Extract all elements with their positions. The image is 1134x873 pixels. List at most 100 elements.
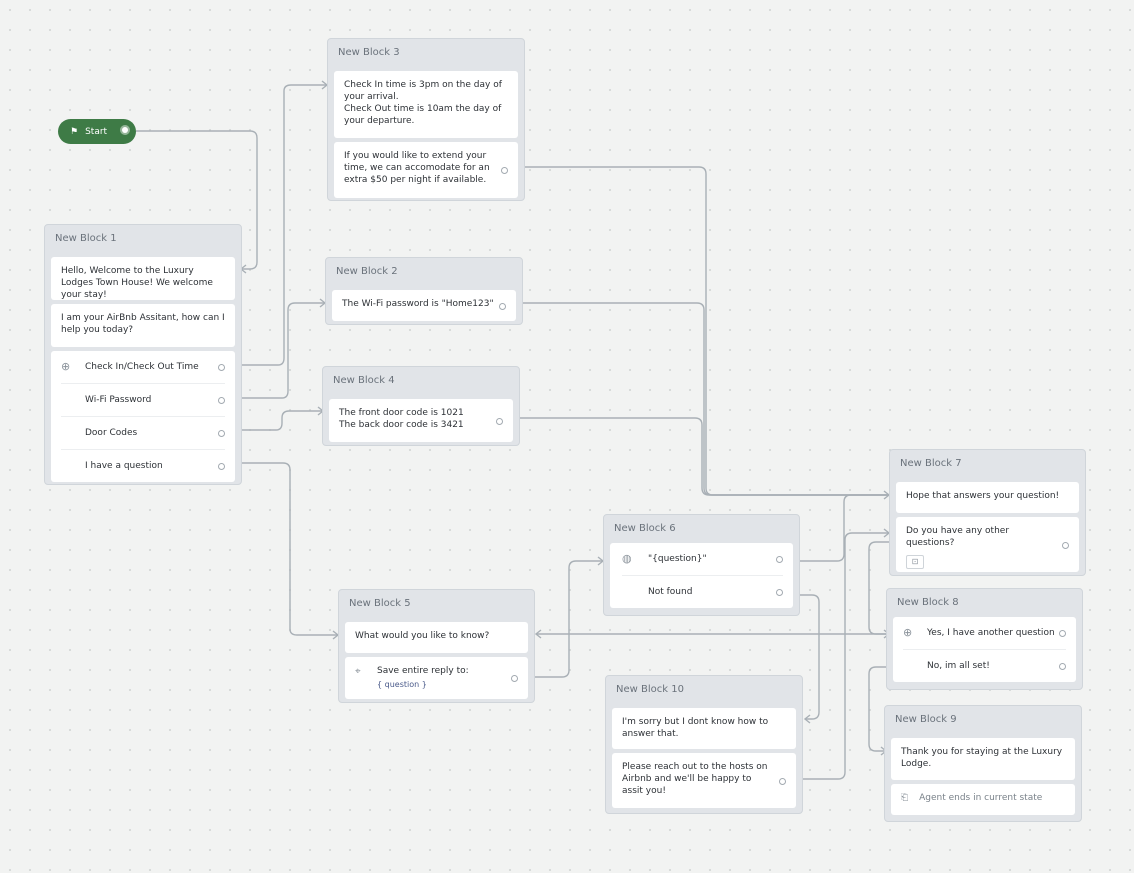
capture-icon: ⌖ <box>355 666 361 677</box>
step-port[interactable] <box>511 675 518 682</box>
choice-list: ⊕ Check In/Check Out Time Wi-Fi Password… <box>51 351 235 482</box>
capture-label: Save entire reply to: <box>377 666 469 676</box>
block-title: New Block 1 <box>55 233 117 244</box>
message-text: Hello, Welcome to the Luxury Lodges Town… <box>61 266 213 300</box>
link-block4-block7 <box>512 417 889 496</box>
block-7[interactable]: New Block 7 Hope that answers your quest… <box>889 449 1086 576</box>
message-text: The front door code is 1021 The back doo… <box>339 408 464 430</box>
block-title: New Block 9 <box>895 714 957 725</box>
choice-label: Check In/Check Out Time <box>85 362 199 372</box>
choice-question-match[interactable]: ◍ "{question}" <box>622 543 783 575</box>
message-step[interactable]: Please reach out to the hosts on Airbnb … <box>612 753 796 808</box>
start-label: Start <box>85 126 108 137</box>
block-3[interactable]: New Block 3 Check In time is 3pm on the … <box>327 38 525 201</box>
message-step[interactable]: Thank you for staying at the Luxury Lodg… <box>891 738 1075 780</box>
choice-port[interactable] <box>218 364 225 371</box>
message-text: The Wi-Fi password is "Home123" <box>342 299 494 309</box>
block-1[interactable]: New Block 1 Hello, Welcome to the Luxury… <box>44 224 242 485</box>
message-step[interactable]: Hello, Welcome to the Luxury Lodges Town… <box>51 257 235 300</box>
message-text: I'm sorry but I dont know how to answer … <box>622 717 769 739</box>
start-node[interactable]: ⚑ Start <box>58 119 136 144</box>
choice-list: ◍ "{question}" Not found <box>610 543 793 608</box>
start-port[interactable] <box>122 127 128 133</box>
message-text: What would you like to know? <box>355 631 490 641</box>
capture-step[interactable]: ⌖ Save entire reply to: { question } <box>345 657 528 699</box>
message-text: Hope that answers your question! <box>906 491 1060 501</box>
link-block5-block6 <box>528 560 603 678</box>
step-port[interactable] <box>496 417 503 425</box>
choice-port[interactable] <box>776 556 783 563</box>
block-title: New Block 8 <box>897 597 959 608</box>
choice-port[interactable] <box>218 430 225 437</box>
message-step[interactable]: The front door code is 1021 The back doo… <box>329 399 513 442</box>
choice-label: No, im all set! <box>927 661 990 671</box>
block-4[interactable]: New Block 4 The front door code is 1021 … <box>322 366 520 446</box>
intent-icon: ⊕ <box>61 360 71 373</box>
choice-question[interactable]: I have a question <box>61 449 225 482</box>
block-title: New Block 5 <box>349 598 411 609</box>
message-step[interactable]: If you would like to extend your time, w… <box>334 142 518 198</box>
arrow-block10 <box>803 714 811 724</box>
block-5[interactable]: New Block 5 What would you like to know?… <box>338 589 535 703</box>
message-text: Please reach out to the hosts on Airbnb … <box>622 762 768 796</box>
message-step[interactable]: I am your AirBnb Assitant, how can I hel… <box>51 304 235 347</box>
capture-variable: { question } <box>377 680 427 689</box>
choice-yes[interactable]: ⊕ Yes, I have another question <box>903 617 1066 649</box>
choice-checkin[interactable]: ⊕ Check In/Check Out Time <box>61 351 225 383</box>
choice-port[interactable] <box>218 463 225 470</box>
choice-port[interactable] <box>776 589 783 596</box>
block-title: New Block 2 <box>336 266 398 277</box>
link-checkin-block3 <box>236 84 327 366</box>
globe-icon: ◍ <box>622 552 632 565</box>
block-title: New Block 3 <box>338 47 400 58</box>
choice-label: I have a question <box>85 461 163 471</box>
message-step[interactable]: Hope that answers your question! <box>896 482 1079 513</box>
block-9[interactable]: New Block 9 Thank you for staying at the… <box>884 705 1082 822</box>
link-doorcodes-block4 <box>236 410 323 431</box>
block-8[interactable]: New Block 8 ⊕ Yes, I have another questi… <box>886 588 1083 690</box>
message-text: Do you have any other questions? <box>906 526 1010 548</box>
end-label: Agent ends in current state <box>919 793 1043 803</box>
choice-label: "{question}" <box>648 554 707 564</box>
link-found-block7 <box>793 494 889 562</box>
intent-icon: ⊕ <box>903 626 913 639</box>
message-step[interactable]: The Wi-Fi password is "Home123" <box>332 290 516 321</box>
choice-label: Not found <box>648 587 693 597</box>
block-10[interactable]: New Block 10 I'm sorry but I dont know h… <box>605 675 803 814</box>
link-block10-block7 <box>795 532 889 780</box>
message-step[interactable]: What would you like to know? <box>345 622 528 653</box>
block-title: New Block 4 <box>333 375 395 386</box>
arrow-block5-back <box>534 629 542 639</box>
choice-label: Yes, I have another question <box>927 628 1055 638</box>
block-title: New Block 7 <box>900 458 962 469</box>
exit-icon: ⎗ <box>901 793 909 803</box>
link-block3-block7 <box>518 166 889 496</box>
link-block2-block7 <box>518 302 889 496</box>
choice-not-found[interactable]: Not found <box>622 575 783 608</box>
message-step[interactable]: I'm sorry but I dont know how to answer … <box>612 708 796 749</box>
message-step[interactable]: Do you have any other questions? ⊡ <box>896 517 1079 572</box>
step-port[interactable] <box>501 167 508 174</box>
link-wifi-block2 <box>236 302 325 399</box>
block-6[interactable]: New Block 6 ◍ "{question}" Not found <box>603 514 800 616</box>
step-port[interactable] <box>1062 541 1069 549</box>
choice-wifi[interactable]: Wi-Fi Password <box>61 383 225 416</box>
choice-port[interactable] <box>1059 663 1066 670</box>
choice-no[interactable]: No, im all set! <box>903 649 1066 682</box>
block-title: New Block 6 <box>614 523 676 534</box>
end-step[interactable]: ⎗ Agent ends in current state <box>891 784 1075 815</box>
step-port[interactable] <box>499 302 506 310</box>
message-step[interactable]: Check In time is 3pm on the day of your … <box>334 71 518 138</box>
message-text: Thank you for staying at the Luxury Lodg… <box>901 747 1063 769</box>
message-text: If you would like to extend your time, w… <box>344 151 490 185</box>
choice-port[interactable] <box>218 397 225 404</box>
choice-list: ⊕ Yes, I have another question No, im al… <box>893 617 1076 682</box>
flag-icon: ⚑ <box>70 126 79 137</box>
block-2[interactable]: New Block 2 The Wi-Fi password is "Home1… <box>325 257 523 325</box>
step-port[interactable] <box>779 777 786 785</box>
button-chip-icon[interactable]: ⊡ <box>906 555 924 569</box>
choice-door-codes[interactable]: Door Codes <box>61 416 225 449</box>
block-title: New Block 10 <box>616 684 684 695</box>
choice-port[interactable] <box>1059 630 1066 637</box>
